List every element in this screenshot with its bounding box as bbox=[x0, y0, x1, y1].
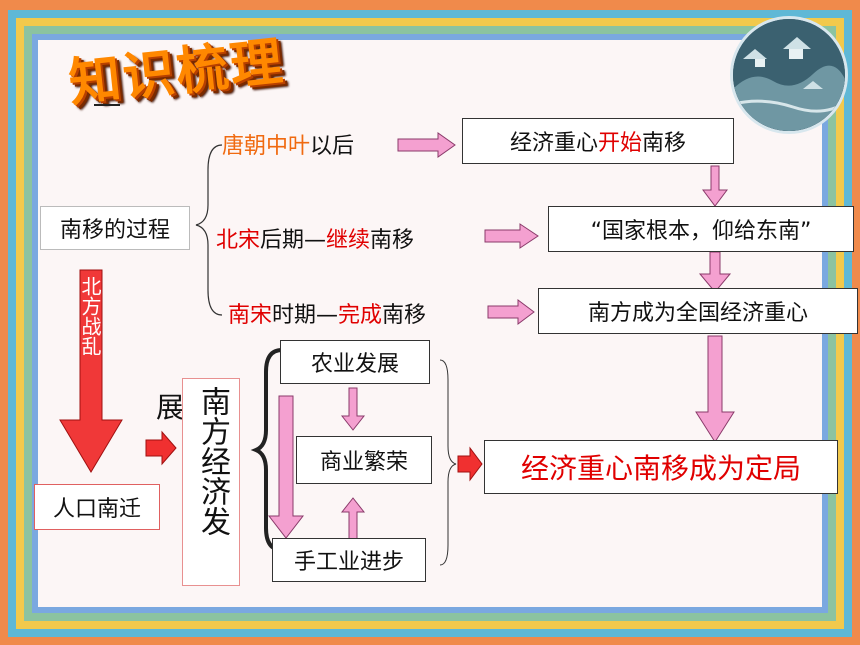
branch-2-label: 北宋后期—继续南移 bbox=[216, 222, 414, 254]
factor-commerce: 商业繁荣 bbox=[319, 450, 408, 475]
factors-right-bracket bbox=[439, 359, 457, 566]
branch-2-mid: 后期— bbox=[260, 228, 327, 253]
arrow-down-2 bbox=[698, 251, 732, 293]
final-result: 经济重心南移成为定局 bbox=[520, 452, 801, 485]
branch-2-result: “国家根本，仰给东南” bbox=[590, 219, 812, 244]
arrow-right-3 bbox=[487, 299, 535, 325]
landscape-painting-thumbnail bbox=[730, 16, 848, 134]
arrow-down-agri-comm bbox=[340, 387, 366, 431]
final-result-box: 经济重心南移成为定局 bbox=[484, 440, 838, 494]
branch-1-suffix: 以后 bbox=[310, 134, 355, 159]
arrow-up-craft-comm bbox=[340, 497, 366, 541]
factors-bracket bbox=[250, 348, 283, 552]
branch-1-result-pre: 经济重心 bbox=[509, 131, 598, 156]
process-label-box: 南移的过程 bbox=[40, 206, 190, 250]
factor-agriculture-box: 农业发展 bbox=[280, 340, 430, 384]
arrow-down-1 bbox=[702, 165, 728, 207]
factor-commerce-box: 商业繁荣 bbox=[296, 436, 432, 484]
branch-3-period: 南宋 bbox=[228, 303, 273, 328]
arrow-war-migration bbox=[59, 269, 123, 473]
arrow-to-final bbox=[457, 446, 483, 482]
south-econ-box bbox=[182, 378, 240, 586]
migration-label: 人口南迁 bbox=[52, 497, 141, 522]
branch-3-end: 南移 bbox=[382, 303, 427, 328]
branch-2-period: 北宋 bbox=[216, 228, 261, 253]
branch-2-highlight: 继续 bbox=[326, 228, 371, 253]
branch-1-result-post: 南移 bbox=[642, 131, 687, 156]
branch-2-result-box: “国家根本，仰给东南” bbox=[548, 206, 854, 252]
branch-1-result-box: 经济重心开始南移 bbox=[462, 118, 734, 164]
branch-1-label: 唐朝中叶以后 bbox=[222, 128, 354, 160]
north-war-label: 北方战乱 bbox=[78, 276, 102, 356]
arrow-down-factors bbox=[267, 395, 305, 539]
arrow-down-3 bbox=[695, 335, 735, 443]
south-econ-label: 南方经济发 bbox=[195, 386, 230, 536]
arrow-to-south-econ bbox=[145, 430, 177, 466]
branch-3-label: 南宋时期—完成南移 bbox=[228, 297, 426, 329]
branch-3-mid: 时期— bbox=[272, 303, 339, 328]
branch-1-period: 唐朝中叶 bbox=[222, 134, 311, 159]
migration-box: 人口南迁 bbox=[34, 484, 160, 530]
arrow-right-1 bbox=[397, 132, 456, 158]
factor-handicraft-box: 手工业进步 bbox=[272, 538, 426, 582]
arrow-right-2 bbox=[484, 223, 539, 249]
process-label: 南移的过程 bbox=[59, 218, 170, 243]
zhan-char: 展 bbox=[156, 391, 185, 424]
factor-agriculture: 农业发展 bbox=[310, 352, 399, 377]
title-underline bbox=[94, 104, 120, 106]
branch-2-end: 南移 bbox=[370, 228, 415, 253]
branch-1-result-highlight: 开始 bbox=[597, 131, 642, 156]
branch-3-result: 南方成为全国经济重心 bbox=[587, 301, 808, 326]
branch-3-highlight: 完成 bbox=[338, 303, 383, 328]
branch-bracket bbox=[195, 144, 223, 316]
factor-handicraft: 手工业进步 bbox=[293, 550, 404, 575]
branch-3-result-box: 南方成为全国经济重心 bbox=[538, 288, 858, 334]
